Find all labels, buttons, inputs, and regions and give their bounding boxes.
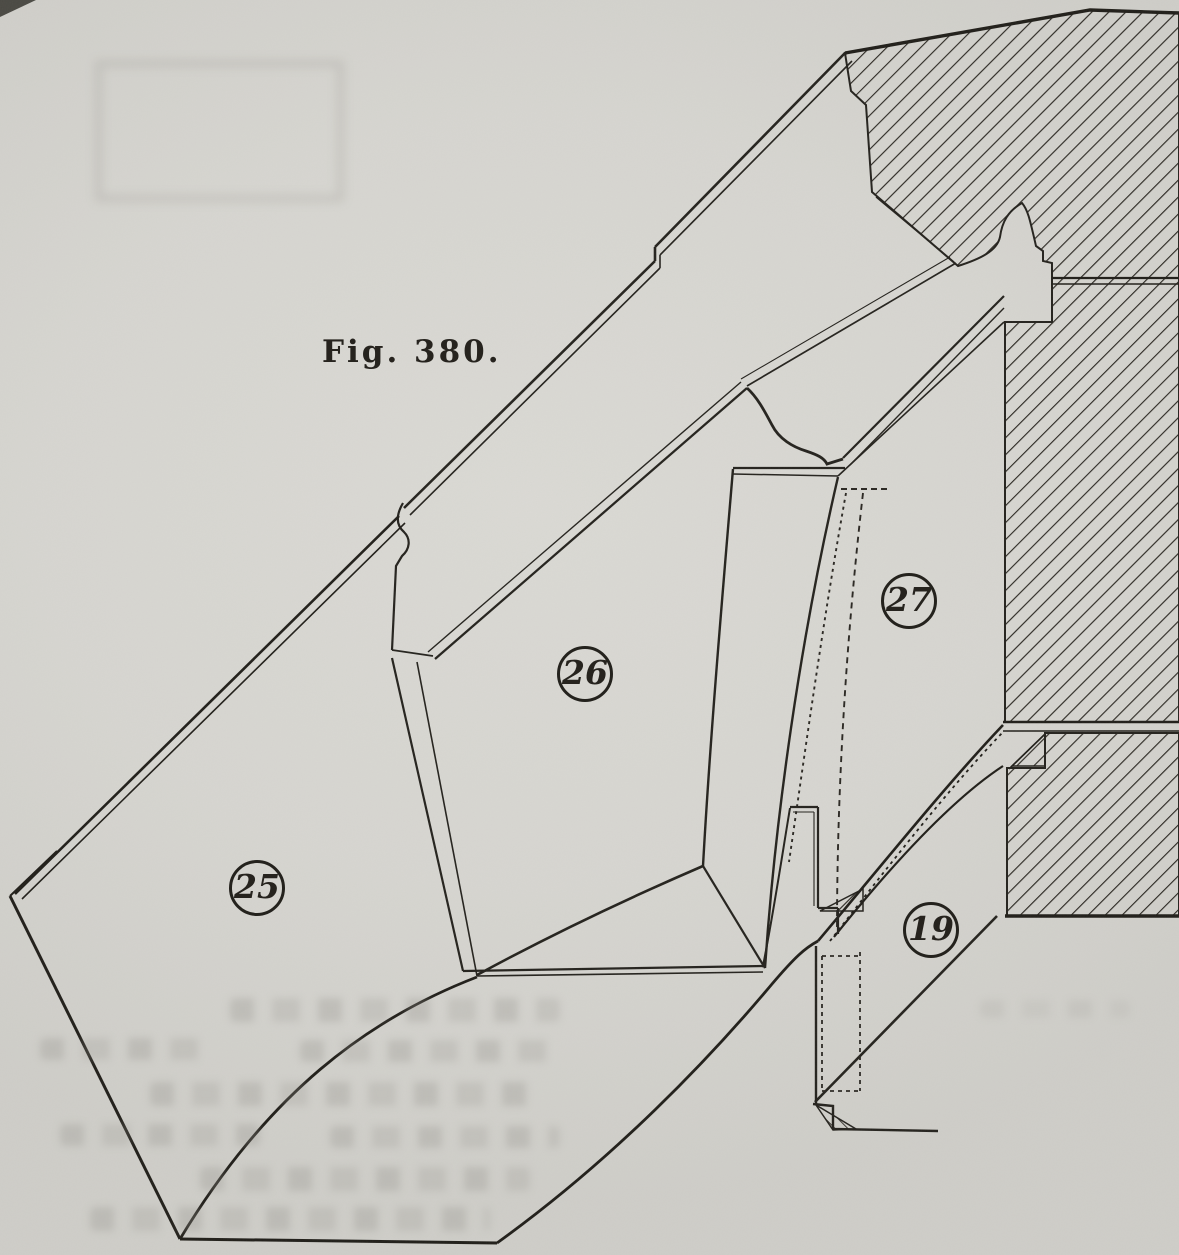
figure-caption: Fig. 380.	[322, 334, 502, 370]
stone-label-27: 27	[881, 573, 937, 629]
stone-number: 27	[886, 580, 932, 619]
stone-label-19: 19	[903, 902, 959, 958]
arch-stone-27-hidden-edges	[788, 488, 888, 931]
bleed-through-smudge	[330, 1126, 560, 1148]
intrados-arc-26	[476, 864, 704, 977]
impost-stone-19-outline	[790, 805, 998, 1133]
bleed-through-smudge	[200, 1167, 530, 1191]
impost-lower-cut-triangle	[815, 1104, 859, 1131]
bleed-through-smudge	[60, 1124, 260, 1146]
scan-corner-artifact	[0, 0, 36, 17]
stone-label-26: 26	[557, 646, 613, 702]
wall-section-hatch	[815, 8, 1179, 1131]
impost-stone-19-hidden-edges	[821, 952, 861, 1092]
band-joint-ogee-25	[390, 502, 410, 651]
bleed-through-smudge	[40, 1038, 210, 1060]
bleed-through-smudge	[90, 1207, 490, 1231]
band-end-ogee-profile	[746, 386, 844, 466]
bleed-through-smudge	[980, 1000, 1130, 1018]
bleed-through-smudge	[150, 1082, 530, 1106]
stone-number: 19	[908, 909, 954, 948]
springing-curves	[496, 724, 1005, 1245]
stone-number: 25	[234, 867, 280, 906]
bleed-through-smudge	[230, 998, 560, 1022]
stone-label-25: 25	[229, 860, 285, 916]
bleed-through-smudge	[300, 1040, 560, 1062]
stone-number: 26	[562, 653, 608, 692]
